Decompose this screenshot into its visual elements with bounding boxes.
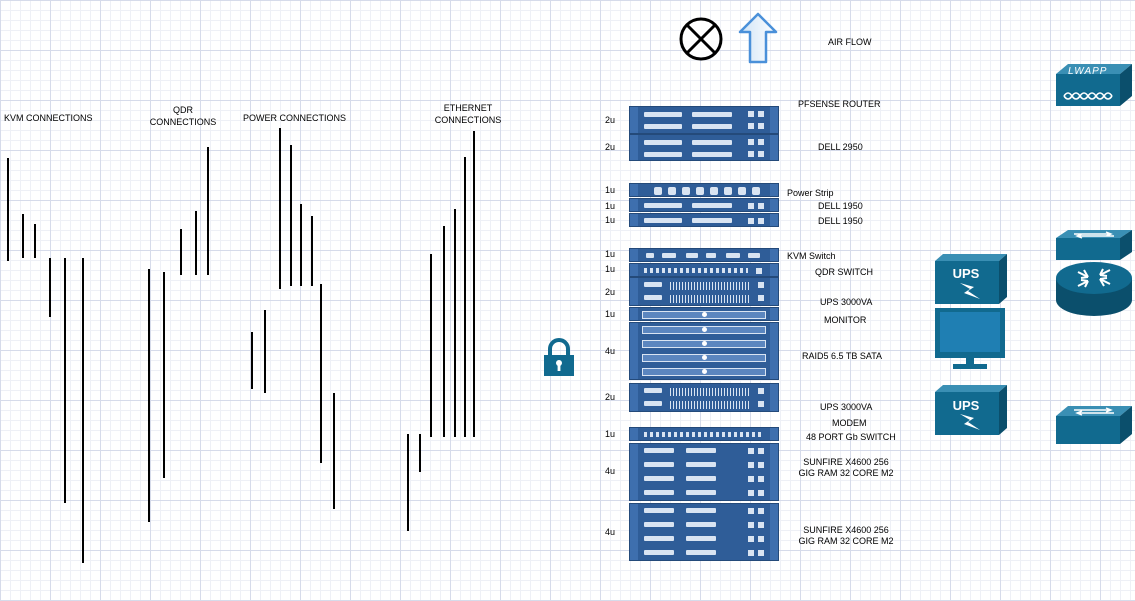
ethernet-connection-line: [430, 254, 432, 437]
power-connection-line: [300, 204, 302, 286]
ethernet-connection-line: [419, 434, 421, 472]
lwapp-access-point-icon: [1056, 64, 1132, 106]
kvm-connections-label: KVM CONNECTIONS: [4, 113, 93, 123]
power-connection-line: [279, 128, 281, 289]
power-connection-line: [290, 145, 292, 286]
sunfire-x4600-unit: [629, 503, 779, 561]
qdr-connection-line: [207, 147, 209, 275]
device-label: MONITOR: [824, 315, 867, 325]
power-connection-line: [251, 332, 253, 389]
ups-3000va-unit: [629, 277, 779, 306]
qdr-connection-line: [180, 229, 182, 275]
unit-size-label: 1u: [605, 215, 616, 225]
device-label: PFSENSE ROUTER: [798, 99, 881, 109]
unit-size-label: 2u: [605, 115, 616, 125]
sunfire-x4600-unit: [629, 443, 779, 501]
kvm-connection-line: [34, 224, 36, 258]
unit-size-label: 2u: [605, 287, 616, 297]
ethernet-connection-line: [407, 434, 409, 531]
pfsense-router-unit: [629, 106, 779, 134]
ethernet-connection-line: [464, 157, 466, 437]
48-port-switch-unit: [629, 427, 779, 441]
ups-device-icon: [935, 254, 1007, 304]
device-label: 48 PORT Gb SWITCH: [806, 432, 896, 442]
unit-size-label: 4u: [605, 466, 616, 476]
unit-size-label: 4u: [605, 346, 616, 356]
ups-device-label: UPS: [952, 398, 980, 413]
unit-size-label: 4u: [605, 527, 616, 537]
device-label: KVM Switch: [787, 251, 836, 261]
unit-size-label: 1u: [605, 185, 616, 195]
lock-icon: [544, 338, 574, 376]
kvm-connection-line: [7, 158, 9, 261]
power-connections-label: POWER CONNECTIONS: [243, 113, 347, 123]
kvm-connection-line: [49, 258, 51, 317]
device-label: UPS 3000VA: [820, 402, 873, 412]
network-switch-icon: [1056, 230, 1132, 260]
airflow-up-arrow-icon: [738, 12, 778, 64]
network-switch-icon: [1056, 406, 1132, 444]
monitor-icon: [935, 308, 1005, 369]
qdr-connections-label: QDR CONNECTIONS: [149, 105, 217, 127]
unit-size-label: 1u: [605, 249, 616, 259]
raid5-storage-unit: [629, 322, 779, 380]
monitor-unit: [629, 307, 779, 321]
power-connection-line: [320, 284, 322, 463]
dell-1950-unit: [629, 213, 779, 227]
ethernet-connection-line: [473, 131, 475, 437]
router-icon: [1056, 262, 1132, 316]
device-label: SUNFIRE X4600 256 GIG RAM 32 CORE M2: [798, 525, 894, 546]
device-label: MODEM: [832, 418, 867, 428]
kvm-connection-line: [22, 214, 24, 258]
lwapp-label: LWAPP: [1068, 66, 1108, 77]
device-label: UPS 3000VA: [820, 297, 873, 307]
qdr-connection-line: [163, 272, 165, 478]
unit-size-label: 1u: [605, 429, 616, 439]
qdr-connection-line: [148, 269, 150, 522]
ups-device-icon: [935, 385, 1007, 435]
power-connection-line: [333, 393, 335, 509]
qdr-connection-line: [195, 211, 197, 275]
power-connection-line: [311, 216, 313, 286]
unit-size-label: 1u: [605, 264, 616, 274]
fan-icon: [679, 17, 723, 61]
device-label: QDR SWITCH: [815, 267, 873, 277]
unit-size-label: 1u: [605, 309, 616, 319]
power-strip-unit: [629, 183, 779, 197]
kvm-connection-line: [64, 258, 66, 503]
ethernet-connection-line: [443, 226, 445, 437]
device-label: DELL 2950: [818, 142, 863, 152]
qdr-switch-unit: [629, 263, 779, 277]
device-label: SUNFIRE X4600 256 GIG RAM 32 CORE M2: [798, 457, 894, 478]
ups-device-label: UPS: [952, 266, 980, 281]
unit-size-label: 2u: [605, 392, 616, 402]
kvm-switch-unit: [629, 248, 779, 262]
power-connection-line: [264, 310, 266, 393]
ethernet-connections-label: ETHERNET CONNECTIONS: [434, 103, 502, 125]
device-label: DELL 1950: [818, 216, 863, 226]
airflow-label: AIR FLOW: [828, 37, 872, 47]
ups-3000va-unit: [629, 383, 779, 412]
device-label: RAID5 6.5 TB SATA: [802, 351, 883, 361]
dell-2950-unit: [629, 134, 779, 161]
dell-1950-unit: [629, 198, 779, 212]
ethernet-connection-line: [454, 209, 456, 437]
device-label: Power Strip: [787, 188, 834, 198]
kvm-connection-line: [82, 258, 84, 563]
unit-size-label: 1u: [605, 201, 616, 211]
device-label: DELL 1950: [818, 201, 863, 211]
unit-size-label: 2u: [605, 142, 616, 152]
